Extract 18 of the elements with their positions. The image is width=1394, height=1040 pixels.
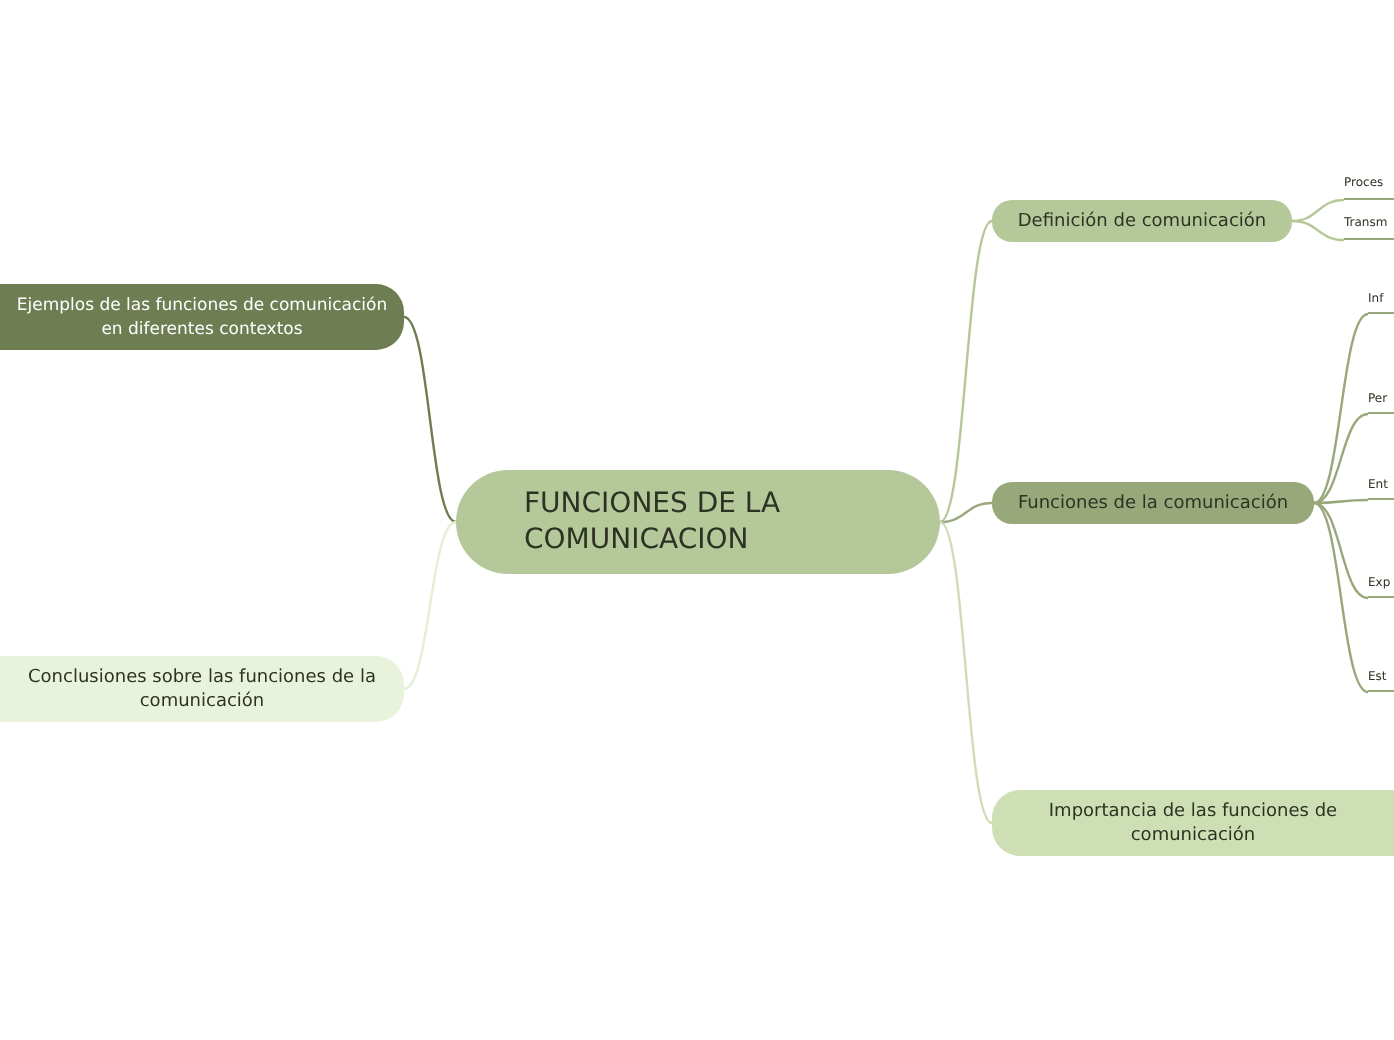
connector-line	[939, 521, 993, 824]
topic-box: Conclusiones sobre las funciones de la comunicación	[0, 656, 404, 722]
connector-line	[1314, 498, 1368, 505]
connector-line	[403, 316, 457, 523]
connector-line	[1313, 312, 1369, 505]
connector-line	[1291, 198, 1345, 223]
topic-box: Funciones de la comunicación	[992, 482, 1314, 524]
topic-box: Definición de comunicación	[992, 200, 1292, 242]
connector-line	[939, 501, 993, 524]
topic-box: Ejemplos de las funciones de comunicación en diferentes contextos	[0, 284, 404, 350]
central-topic: FUNCIONES DE LA COMUNICACION	[456, 470, 940, 574]
connector-line	[1313, 412, 1369, 505]
connector-line	[1291, 219, 1345, 242]
connector-line	[403, 520, 457, 691]
connector-line	[1313, 501, 1369, 600]
topic-box: Importancia de las funciones de comunicación	[992, 790, 1394, 856]
connector-line	[939, 220, 993, 523]
connector-line	[1313, 501, 1369, 694]
